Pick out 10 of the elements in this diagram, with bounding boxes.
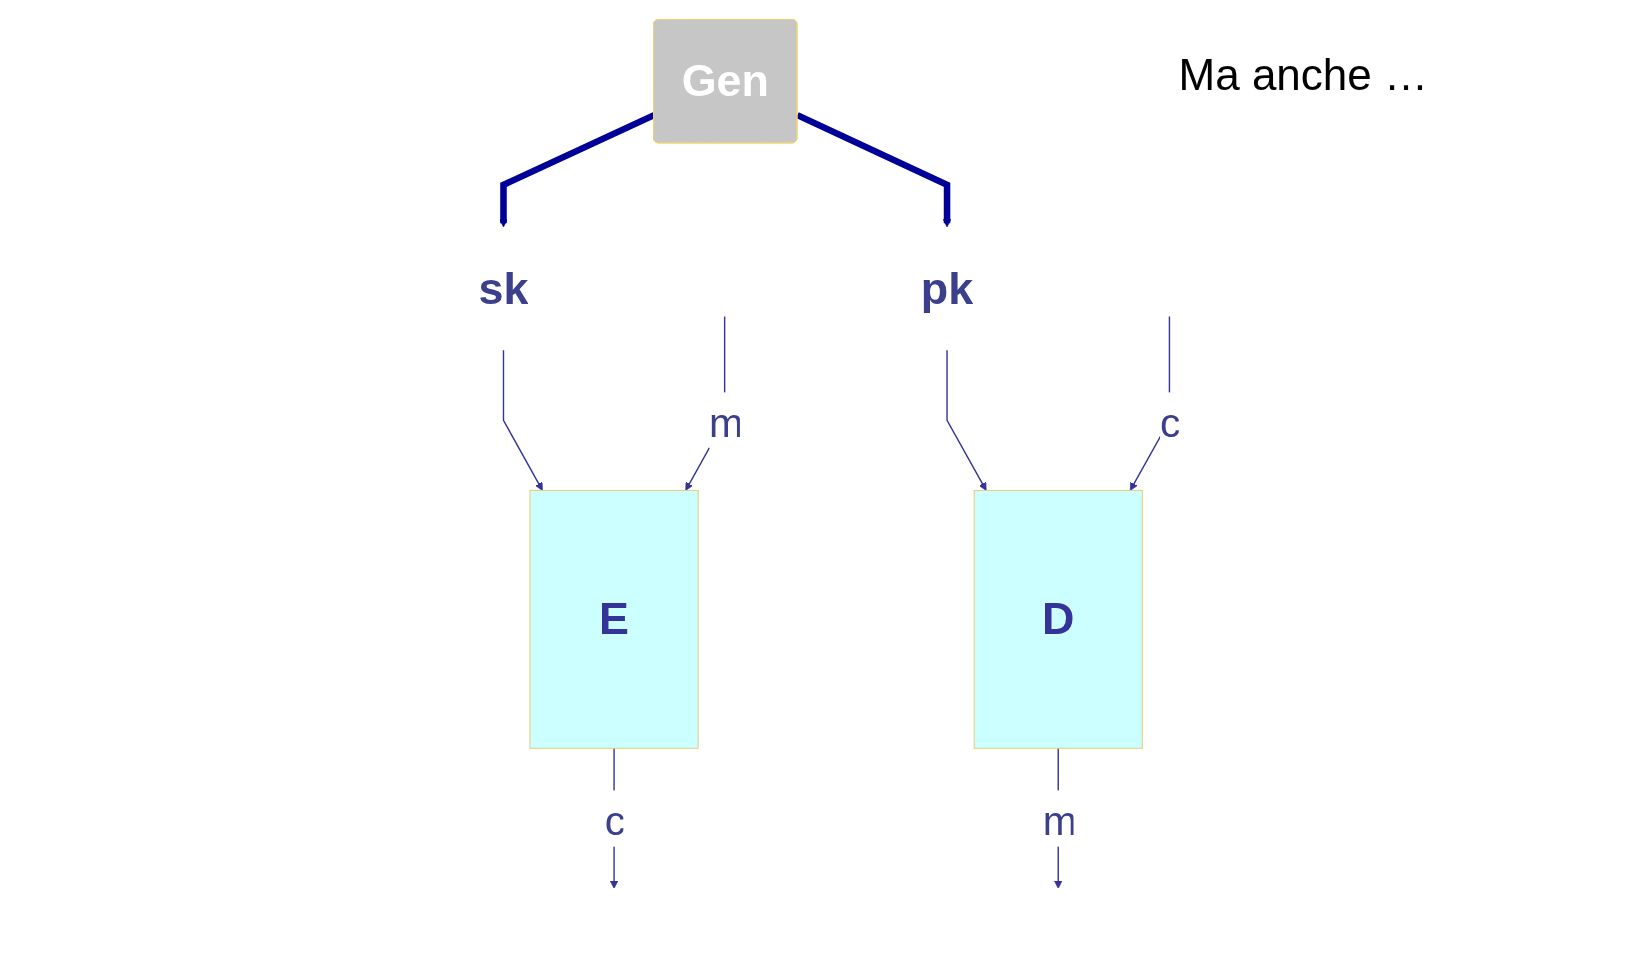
node-text: pk bbox=[920, 262, 974, 313]
note-text: Ma anche … bbox=[1178, 50, 1428, 100]
arrow bbox=[502, 349, 543, 491]
node-box: D bbox=[973, 489, 1143, 749]
edge-label: m bbox=[1042, 797, 1075, 844]
arrow bbox=[796, 111, 952, 227]
node-box: E bbox=[529, 489, 699, 749]
edge-label: m bbox=[709, 399, 742, 446]
node-text: sk bbox=[478, 262, 529, 313]
arrow bbox=[946, 349, 987, 491]
